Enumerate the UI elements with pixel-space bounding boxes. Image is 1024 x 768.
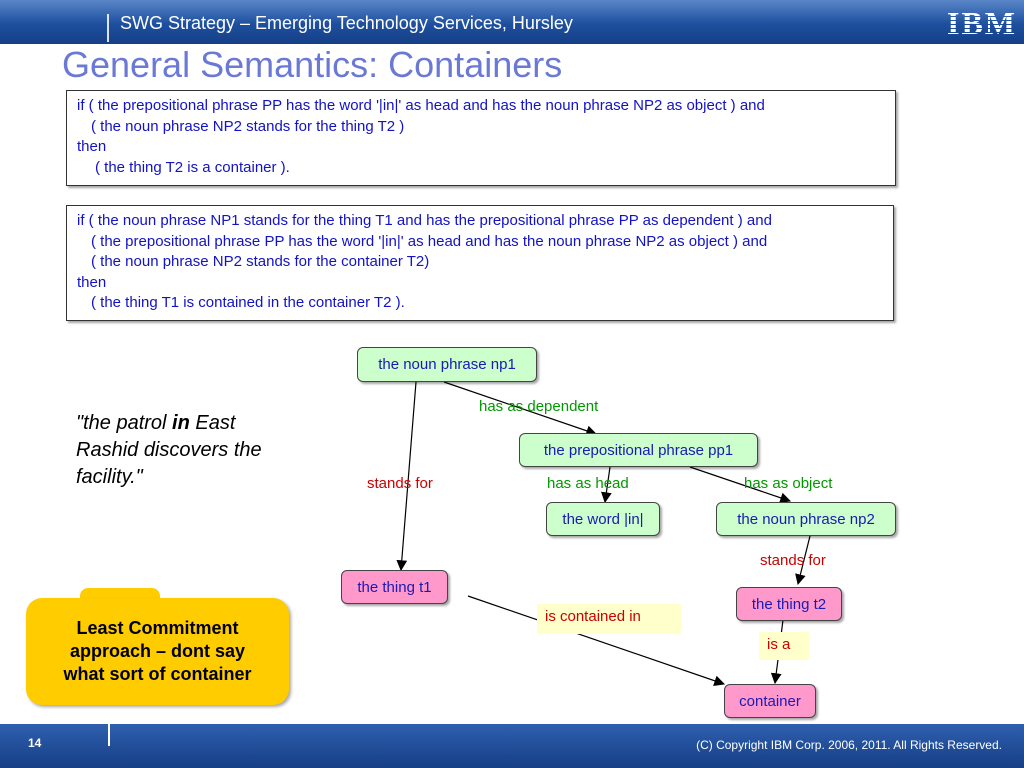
rule1-line-1: if ( the prepositional phrase PP has the… xyxy=(77,97,765,114)
label-stands-for-2: stands for xyxy=(760,552,826,569)
header-bar xyxy=(0,0,1024,44)
footer-bar xyxy=(0,724,1024,768)
ibm-logo: IBM xyxy=(947,4,1017,41)
callout-least-commitment: Least Commitment approach – dont say wha… xyxy=(26,598,289,705)
label-is-a: is a xyxy=(759,632,809,660)
node-thing-t1: the thing t1 xyxy=(341,570,448,604)
edge-np2-to-t2 xyxy=(795,535,811,586)
edge-pp1-to-word-in xyxy=(601,466,612,504)
label-is-contained-in: is contained in xyxy=(537,604,681,634)
node-noun-phrase-np1: the noun phrase np1 xyxy=(357,347,537,382)
page-number: 14 xyxy=(28,736,42,750)
example-sentence-start: "the patrol xyxy=(76,412,173,434)
label-has-as-dependent: has as dependent xyxy=(479,398,599,415)
rule2-line-3: ( the noun phrase NP2 stands for the con… xyxy=(91,253,430,270)
header-title: SWG Strategy – Emerging Technology Servi… xyxy=(120,13,573,33)
edge-np1-to-t1 xyxy=(396,381,417,572)
node-prepositional-phrase-pp1: the prepositional phrase pp1 xyxy=(519,433,758,467)
rule1-line-2: ( the noun phrase NP2 stands for the thi… xyxy=(91,117,405,135)
node-container: container xyxy=(724,684,816,718)
copyright-text: (C) Copyright IBM Corp. 2006, 2011. All … xyxy=(696,738,1002,752)
label-stands-for-1: stands for xyxy=(367,475,433,492)
ibm-logo-text: IBM xyxy=(947,4,1017,41)
rule2-line-2: ( the prepositional phrase PP has the wo… xyxy=(91,232,768,250)
rule2-line-5: ( the thing T1 is contained in the conta… xyxy=(91,294,405,311)
node-word-in: the word |in| xyxy=(546,502,660,536)
example-sentence-emphasis: in xyxy=(172,412,190,434)
page-title: General Semantics: Containers xyxy=(62,44,563,85)
header-divider xyxy=(107,14,109,42)
footer-divider xyxy=(108,724,110,746)
edge-t1-to-container xyxy=(467,595,726,686)
rule1-line-3: then xyxy=(77,138,107,155)
node-noun-phrase-np2: the noun phrase np2 xyxy=(716,502,896,536)
rule2-line-4: then xyxy=(77,273,107,291)
label-has-as-object: has as object xyxy=(744,475,833,492)
example-sentence-end: East Rashid discovers the facility." xyxy=(76,412,262,488)
rule2-line-1: if ( the noun phrase NP1 stands for the … xyxy=(77,212,772,229)
node-thing-t2: the thing t2 xyxy=(736,587,842,621)
rule-box-2: if ( the noun phrase NP1 stands for the … xyxy=(66,205,894,321)
rule1-line-4: ( the thing T2 is a container ). xyxy=(95,158,290,176)
callout-text: Least Commitment approach – dont say wha… xyxy=(63,618,252,684)
example-sentence: "the patrol in East Rashid discovers the… xyxy=(76,410,276,491)
rule-box-1: if ( the prepositional phrase PP has the… xyxy=(66,90,896,186)
label-has-as-head: has as head xyxy=(547,475,629,492)
edge-pp1-to-np2 xyxy=(689,466,792,503)
edge-np1-to-pp1 xyxy=(443,381,598,436)
